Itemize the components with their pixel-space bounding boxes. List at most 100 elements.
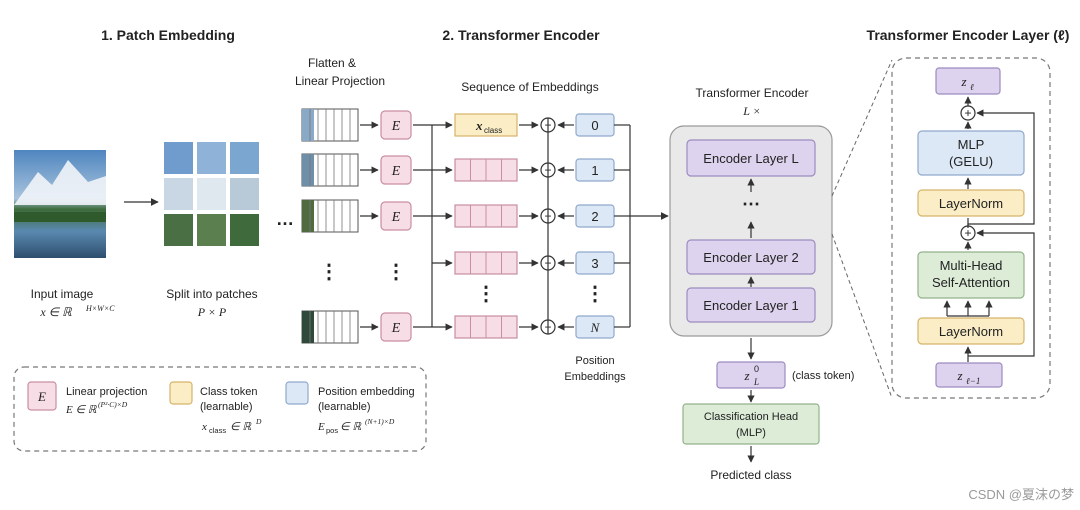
image-patch	[230, 214, 259, 246]
position-index: 3	[591, 256, 598, 271]
linear-projection-box: E	[380, 110, 412, 140]
layernorm-bottom	[917, 317, 1025, 345]
horizontal-ellipsis: …	[276, 209, 294, 229]
classification-head	[682, 403, 820, 445]
position-embedding: 2	[575, 204, 615, 228]
linear-projection-box: E	[380, 312, 412, 342]
layer-input-z-sub: ℓ−1	[966, 376, 980, 386]
position-index: N	[590, 320, 601, 335]
patch-embedding	[454, 315, 518, 339]
residual-skip-bottom	[968, 229, 1035, 357]
patch-embedding	[454, 251, 518, 275]
encoder-repeat: L ×	[742, 104, 761, 118]
residual-add-top-sign: +	[964, 106, 971, 120]
image-patch	[164, 214, 193, 246]
position-embeddings-label-line1: Position	[575, 355, 614, 367]
layer-output-z-main: z	[960, 74, 966, 89]
position-index: 1	[591, 163, 598, 178]
mha-line1: Multi-Head	[940, 258, 1003, 273]
residual-add-bottom-sign: +	[964, 226, 971, 240]
encoder-layer-2-label: Encoder Layer 2	[703, 250, 798, 265]
encoder-title: Transformer Encoder	[696, 86, 809, 100]
class-token-output	[716, 361, 786, 389]
patch-embedding	[454, 204, 518, 228]
flattened-patch	[301, 108, 359, 142]
mlp-block	[917, 130, 1025, 176]
linear-projection-label: E	[391, 210, 401, 225]
position-embedding: N	[575, 315, 615, 339]
sequence-ellipsis: ⋮	[476, 283, 496, 305]
flattened-patch	[301, 310, 359, 344]
flattened-patch-pixels	[302, 109, 314, 141]
classification-head-line1: Classification Head	[704, 411, 798, 423]
layer-input-z	[935, 362, 1003, 388]
multi-head-attention-block	[917, 251, 1025, 299]
encoder-layer-L	[686, 139, 816, 177]
section-title-patch-embedding: 1. Patch Embedding	[101, 27, 235, 43]
input-image-label: Input image	[31, 287, 94, 301]
predicted-class-label: Predicted class	[710, 468, 791, 482]
patch-embedding	[454, 158, 518, 182]
flattened-patch-pixels	[302, 154, 314, 186]
legend-linear-projection-sup: (P²·C)×D	[98, 400, 128, 409]
image-patch	[197, 142, 226, 174]
split-patches-math: P × P	[197, 305, 227, 319]
legend-linear-projection-title: Linear projection	[66, 386, 147, 398]
flattened-patches	[301, 108, 379, 344]
section-title-transformer-encoder: 2. Transformer Encoder	[442, 27, 600, 43]
encoder-layer-2	[686, 239, 816, 275]
flatten-label-line1: Flatten &	[308, 56, 356, 70]
layernorm-bottom-label: LayerNorm	[939, 324, 1003, 339]
flattened-patch-pixels	[302, 311, 314, 343]
vertical-ellipsis-e: ⋮	[386, 261, 406, 283]
image-patch	[230, 178, 259, 210]
classification-head-line2: (MLP)	[736, 427, 766, 439]
legend-class-token-math-sub: class	[209, 426, 226, 435]
class-token-sub: class	[484, 126, 502, 135]
zoom-line-top	[831, 59, 893, 197]
vertical-ellipsis-flat: ⋮	[319, 261, 339, 283]
legend-position-embedding-line2: (learnable)	[318, 401, 371, 413]
layer-output-z	[935, 67, 1001, 95]
flatten-label-line2: Linear Projection	[295, 74, 385, 88]
mlp-line2: (GELU)	[949, 154, 993, 169]
encoder-layer-1	[686, 287, 816, 323]
legend-linear-projection-swatch	[27, 381, 57, 411]
class-token-main: x	[475, 118, 483, 133]
legend-position-embedding-math-rest: ∈ ℝ	[340, 421, 362, 433]
class-token-output-sup: 0	[754, 364, 759, 374]
linear-projection-boxes: E E E E	[380, 110, 432, 342]
linear-projection-box: E	[380, 201, 412, 231]
position-embedding: 1	[575, 158, 615, 182]
legend-linear-projection-e: E	[37, 389, 46, 404]
watermark: CSDN @夏沫の梦	[968, 487, 1074, 502]
image-patch	[197, 178, 226, 210]
legend-position-embedding-sup: (N+1)×D	[365, 417, 395, 426]
legend-position-embedding-math-main: E	[317, 421, 325, 433]
image-patch	[164, 178, 193, 210]
legend-class-token-sup: D	[255, 417, 262, 426]
layer-output-z-sub: ℓ	[970, 82, 974, 92]
flattened-patch	[301, 153, 359, 187]
class-token-note: (class token)	[792, 370, 854, 382]
legend-position-embedding-math-sub: pos	[326, 426, 338, 435]
legend-position-embedding-line1: Position embedding	[318, 386, 415, 398]
encoder-ellipsis: ⋯	[742, 194, 760, 214]
position-embedding: 3	[575, 251, 615, 275]
mha-line2: Self-Attention	[932, 275, 1010, 290]
position-index: 0	[591, 118, 598, 133]
sequence-title: Sequence of Embeddings	[461, 80, 598, 94]
residual-skip-top	[967, 109, 1035, 228]
legend-class-token-swatch	[169, 381, 193, 405]
input-image	[14, 150, 106, 258]
class-token-output-main: z	[743, 368, 749, 383]
linear-projection-label: E	[391, 164, 401, 179]
position-embeddings-label-line2: Embeddings	[564, 371, 626, 383]
input-image-math-sup: H×W×C	[85, 304, 115, 313]
split-patches-label: Split into patches	[166, 287, 257, 301]
zoom-line-bottom	[831, 233, 893, 399]
